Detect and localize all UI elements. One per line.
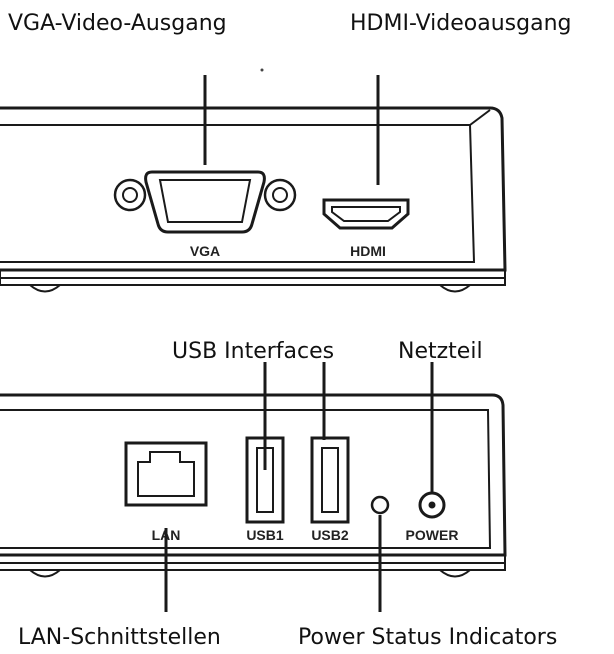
lan-callout-label: LAN-Schnittstellen <box>18 625 221 650</box>
usb-callout-label: USB Interfaces <box>172 339 334 364</box>
vga-port <box>113 170 297 234</box>
usb1-port-label: USB1 <box>246 527 284 543</box>
vga-callout-label: VGA-Video-Ausgang <box>8 11 227 36</box>
bottom-device-panel <box>0 393 507 578</box>
power-supply-callout-label: Netzteil <box>398 339 483 364</box>
hdmi-callout-label: HDMI-Videoausgang <box>350 11 571 36</box>
speck <box>260 68 264 72</box>
power-jack <box>418 491 446 519</box>
top-device-panel <box>0 106 507 293</box>
usb2-port <box>310 436 350 524</box>
lan-port <box>124 441 208 507</box>
power-port-label: POWER <box>406 527 459 543</box>
hdmi-port-label: HDMI <box>350 243 386 259</box>
usb2-port-label: USB2 <box>311 527 349 543</box>
status-led <box>370 495 390 515</box>
hdmi-port <box>322 198 410 230</box>
vga-port-label: VGA <box>190 243 220 259</box>
status-callout-label: Power Status Indicators <box>298 625 557 650</box>
